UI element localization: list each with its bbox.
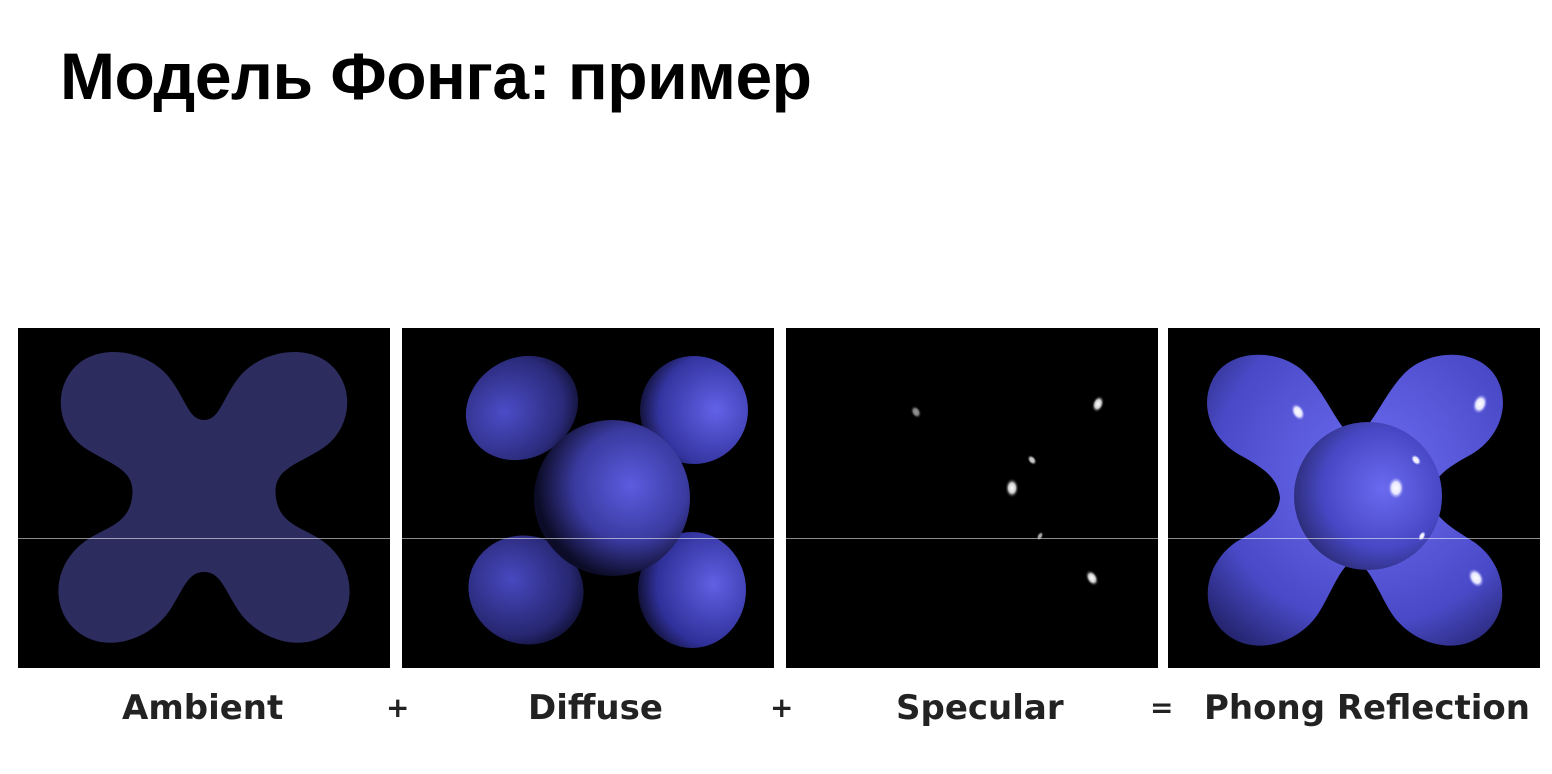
caption-phong-reflection: Phong Reflection bbox=[1204, 688, 1530, 728]
caption-specular: Specular bbox=[896, 688, 1064, 728]
slide-title: Модель Фонга: пример bbox=[60, 39, 812, 113]
caption-ambient: Ambient bbox=[122, 688, 284, 728]
specular-panel bbox=[786, 328, 1158, 668]
ambient-panel bbox=[18, 328, 390, 668]
diffuse-image bbox=[402, 328, 774, 668]
phong-panel bbox=[1168, 328, 1540, 668]
phong-figure: Ambient + Diffuse + Specular = Phong Ref… bbox=[18, 328, 1540, 748]
phong-image bbox=[1168, 328, 1540, 668]
operator-equals: = bbox=[1150, 691, 1174, 724]
diffuse-panel bbox=[402, 328, 774, 668]
caption-diffuse: Diffuse bbox=[528, 688, 663, 728]
operator-plus-1: + bbox=[386, 691, 410, 724]
divider-line bbox=[18, 538, 1540, 539]
specular-image bbox=[786, 328, 1158, 668]
ambient-image bbox=[18, 328, 390, 668]
operator-plus-2: + bbox=[770, 691, 794, 724]
